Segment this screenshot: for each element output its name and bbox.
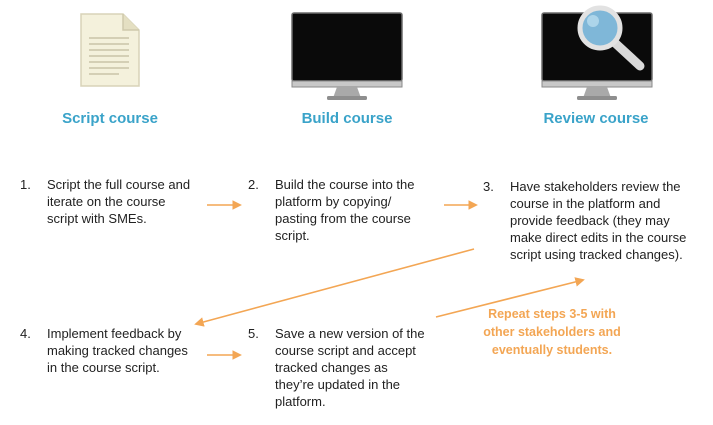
step-1-line: script with SMEs. <box>47 211 147 226</box>
step-2-line: script. <box>275 228 310 243</box>
repeat-note-line: Repeat steps 3-5 with <box>488 307 616 321</box>
step-3-line: provide feedback (they may <box>510 213 670 228</box>
monitor-icon <box>291 12 403 100</box>
repeat-note: Repeat steps 3-5 with other stakeholders… <box>462 305 642 359</box>
step-number-5: 5. <box>248 326 259 341</box>
step-text-2: Build the course into the platform by co… <box>275 176 414 244</box>
arrow-repeat-loop <box>435 277 585 318</box>
step-text-1: Script the full course and iterate on th… <box>47 176 190 227</box>
step-text-3: Have stakeholders review the course in t… <box>510 178 686 263</box>
step-5-line: platform. <box>275 394 326 409</box>
step-number-2: 2. <box>248 177 259 192</box>
step-2-line: Build the course into the <box>275 177 415 192</box>
step-4-line: in the course script. <box>47 360 160 375</box>
step-number-4: 4. <box>20 326 31 341</box>
step-5-line: tracked changes as <box>275 360 388 375</box>
step-2-line: platform by copying/ <box>275 194 392 209</box>
step-5-line: they’re updated in the <box>275 377 401 392</box>
step-3-line: Have stakeholders review the <box>510 179 681 194</box>
repeat-note-line: eventually students. <box>491 343 613 357</box>
step-2-line: pasting from the course <box>275 211 411 226</box>
step-1-line: Script the full course and <box>47 177 191 192</box>
arrow-step3-to-step4 <box>194 248 475 327</box>
step-3-line: script using tracked changes). <box>510 247 683 262</box>
step-5-line: course script and accept <box>275 343 416 358</box>
step-3-line: make direct edits in the course <box>510 230 687 245</box>
step-3-line: course in the platform and <box>510 196 661 211</box>
heading-review-course: Review course <box>543 110 649 127</box>
document-icon <box>80 13 140 87</box>
step-text-4: Implement feedback by making tracked cha… <box>47 325 188 376</box>
step-text-5: Save a new version of the course script … <box>275 325 425 410</box>
step-4-line: Implement feedback by <box>47 326 182 341</box>
step-5-line: Save a new version of the <box>275 326 425 341</box>
step-number-1: 1. <box>20 177 31 192</box>
heading-script-course: Script course <box>62 110 158 127</box>
step-number-3: 3. <box>483 179 494 194</box>
heading-build-course: Build course <box>301 110 393 127</box>
monitor-magnifier-icon <box>541 5 653 100</box>
step-4-line: making tracked changes <box>47 343 188 358</box>
step-1-line: iterate on the course <box>47 194 166 209</box>
repeat-note-line: other stakeholders and <box>483 325 621 339</box>
